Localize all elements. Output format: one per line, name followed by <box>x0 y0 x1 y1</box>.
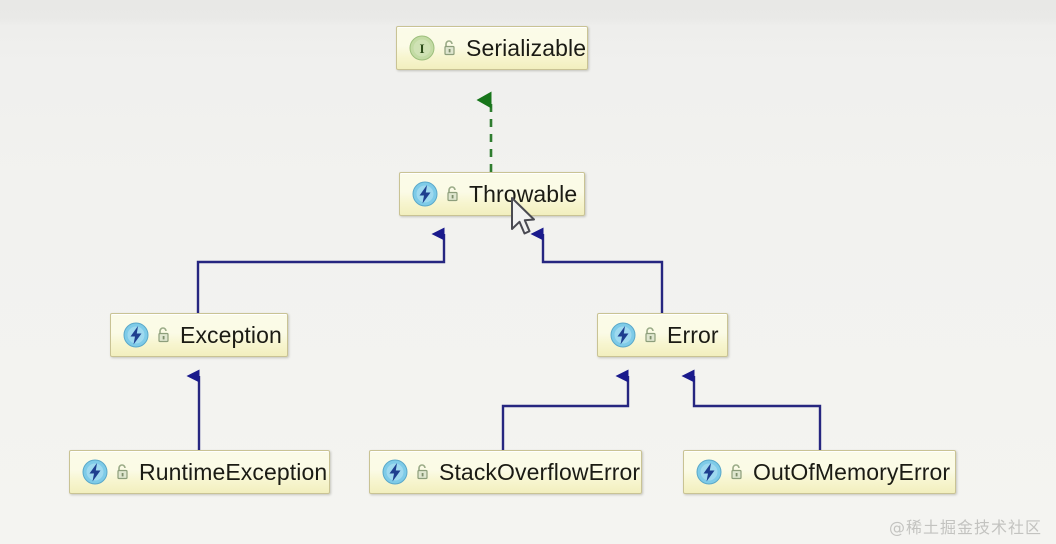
watermark: @稀土掘金技术社区 <box>888 518 1042 537</box>
class-bolt-icon <box>412 181 438 207</box>
mouse-cursor <box>508 196 538 240</box>
class-bolt-icon <box>82 459 108 485</box>
edge-stackoverflowerror-extends-error <box>501 369 630 450</box>
edge-error-extends-throwable <box>530 227 664 313</box>
node-label: Error <box>667 321 719 348</box>
interface-i-icon: I <box>409 35 435 61</box>
node-label: RuntimeException <box>139 458 328 485</box>
class-bolt-icon <box>610 322 636 348</box>
class-bolt-icon <box>382 459 408 485</box>
node-serializable[interactable]: I Serializable <box>396 26 588 70</box>
node-outofmemoryerror[interactable]: OutOfMemoryError <box>683 450 956 494</box>
lock-icon <box>442 39 458 57</box>
node-label: Serializable <box>466 34 587 61</box>
node-throwable[interactable]: Throwable <box>399 172 585 216</box>
lock-icon <box>729 463 745 481</box>
edge-outofmemoryerror-extends-error <box>681 369 822 450</box>
node-label: Exception <box>180 321 282 348</box>
lock-icon <box>643 326 659 344</box>
svg-text:I: I <box>419 41 424 56</box>
class-bolt-icon <box>696 459 722 485</box>
lock-icon <box>415 463 431 481</box>
node-label: Throwable <box>469 180 578 207</box>
node-exception[interactable]: Exception <box>110 313 288 357</box>
node-label: OutOfMemoryError <box>753 458 951 485</box>
lock-icon <box>445 185 461 203</box>
node-error[interactable]: Error <box>597 313 728 357</box>
node-label: StackOverflowError <box>439 458 641 485</box>
class-bolt-icon <box>123 322 149 348</box>
node-runtimeexception[interactable]: RuntimeException <box>69 450 330 494</box>
node-stackoverflowerror[interactable]: StackOverflowError <box>369 450 642 494</box>
lock-icon <box>156 326 172 344</box>
lock-icon <box>115 463 131 481</box>
edge-exception-extends-throwable <box>196 227 446 313</box>
